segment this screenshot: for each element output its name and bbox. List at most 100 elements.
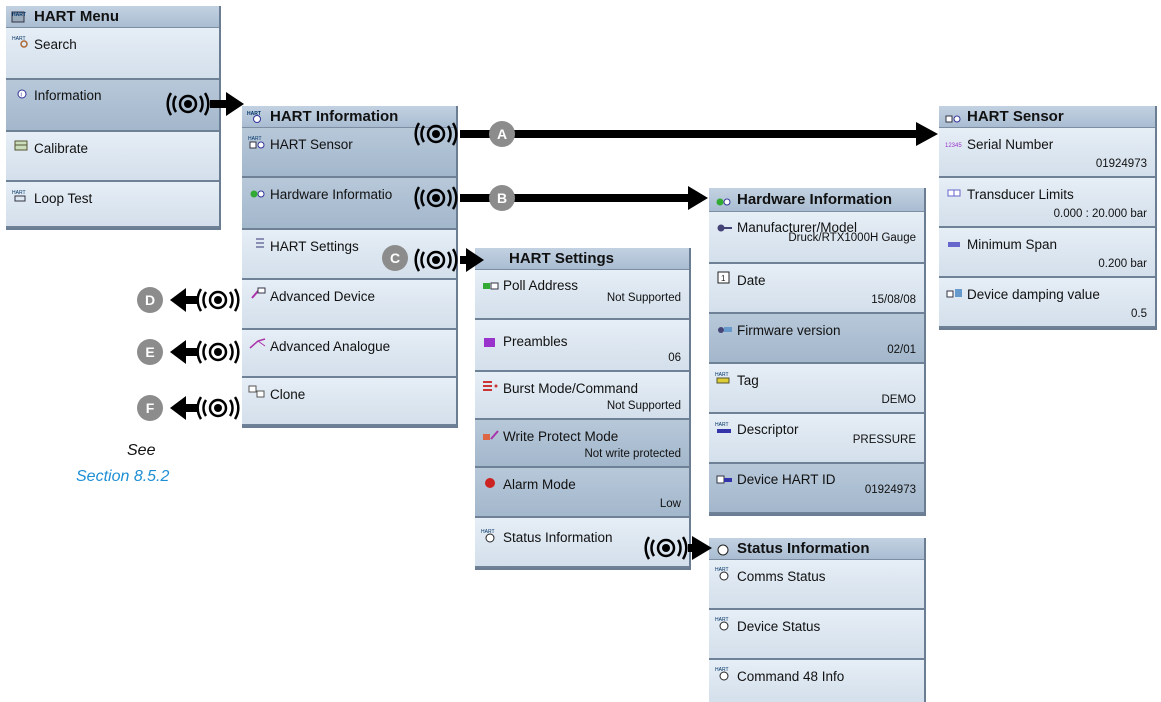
status-item-label: Device Status [737,619,821,634]
information-icon: i [12,86,30,101]
settings-item-value: Not Supported [606,400,681,412]
settings-item-preambles[interactable]: Preambles 06 [475,320,689,372]
press-symbol [196,287,240,313]
status-item-comms-status[interactable]: HART Comms Status [709,560,924,610]
menu-item-information[interactable]: i Information [6,80,219,132]
svg-text:HART: HART [248,136,262,142]
status-information-title-text: Status Information [737,540,870,557]
status-information-icon: HART [481,528,499,543]
minimum-span-icon [945,234,963,249]
sensor-item-device-damping[interactable]: Device damping value 0.5 [939,278,1155,328]
svg-text:HART: HART [12,190,26,196]
tag-icon: HART [715,370,733,385]
hart-information-title-text: HART Information [270,108,399,125]
hardware-item-tag[interactable]: HART Tag DEMO [709,364,924,414]
info-item-label: Advanced Analogue [270,339,391,354]
settings-item-write-protect[interactable]: Write Protect Mode Not write protected [475,420,689,468]
settings-item-alarm-mode[interactable]: Alarm Mode Low [475,468,689,518]
sensor-icon: HART [248,134,266,149]
hardware-item-date[interactable]: 1 Date 15/08/08 [709,264,924,314]
badge-e: E [137,339,163,365]
settings-item-label: Preambles [503,334,568,349]
hart-settings-panel: HART Settings Poll Address Not Supported… [475,248,691,570]
hardware-item-label: Manufacturer/Model [737,220,858,235]
menu-item-loop-test[interactable]: HART Loop Test [6,182,219,228]
sensor-item-label: Minimum Span [967,237,1058,252]
hardware-item-label: Device HART ID [737,472,836,487]
menu-item-label: Search [34,37,77,52]
device-status-icon: HART [715,616,733,631]
badge-f: F [137,395,163,421]
hart-sensor-title-text: HART Sensor [967,108,1064,125]
info-item-clone[interactable]: Clone [242,378,456,426]
status-item-label: Command 48 Info [737,669,845,684]
svg-text:HART: HART [715,617,729,623]
hardware-item-label: Tag [737,373,759,388]
hart-settings-title-text: HART Settings [509,250,614,267]
info-item-label: Hardware Informatio [270,187,393,202]
menu-item-calibrate[interactable]: Calibrate [6,132,219,182]
info-item-advanced-device[interactable]: Advanced Device [242,280,456,330]
settings-item-label: Burst Mode/Command [503,381,639,396]
arrow-b-shaft [460,194,690,202]
press-symbol [166,91,210,117]
hardware-item-value: PRESSURE [852,434,916,446]
press-symbol [644,535,688,561]
settings-item-burst-mode[interactable]: Burst Mode/Command Not Supported [475,372,689,420]
settings-item-label: Poll Address [503,278,579,293]
sensor-item-serial-number[interactable]: 12345 Serial Number 01924973 [939,128,1155,178]
sensor-item-transducer-limits[interactable]: Transducer Limits 0.000 : 20.000 bar [939,178,1155,228]
arrow-e-head [170,340,186,364]
svg-text:HART: HART [715,667,729,673]
settings-icon [248,236,266,251]
alarm-icon [481,474,499,489]
arrow-b-head [688,186,708,210]
section-reference-link[interactable]: Section 8.5.2 [76,468,170,485]
settings-item-value: Low [659,498,681,510]
calendar-icon: 1 [715,270,733,285]
info-item-advanced-analogue[interactable]: Advanced Analogue [242,330,456,378]
clone-icon [248,384,266,399]
info-item-label: HART Settings [270,239,359,254]
info-item-hart-settings[interactable]: HART Settings [242,230,456,280]
sensor-item-minimum-span[interactable]: Minimum Span 0.200 bar [939,228,1155,278]
hart-sensor-panel: HART Sensor 12345 Serial Number 01924973… [939,106,1157,330]
hardware-item-descriptor[interactable]: HART Descriptor PRESSURE [709,414,924,464]
hart-information-icon: HART [247,109,265,124]
status-information-title: Status Information [709,538,924,560]
hart-sensor-title: HART Sensor [939,106,1155,128]
status-item-device-status[interactable]: HART Device Status [709,610,924,660]
status-item-command-48-info[interactable]: HART Command 48 Info [709,660,924,702]
svg-text:1: 1 [721,274,726,283]
settings-item-value: Not Supported [606,292,681,304]
hardware-information-title-text: Hardware Information [737,191,893,208]
info-item-label: HART Sensor [270,137,353,152]
device-id-icon [715,470,733,485]
burst-mode-icon [481,378,499,393]
settings-item-label: Status Information [503,530,613,545]
info-item-hardware-information[interactable]: Hardware Informatio [242,178,456,230]
hart-information-title: HART HART Information [242,106,456,128]
menu-item-search[interactable]: HART Search [6,28,219,80]
serial-number-icon: 12345 [945,134,963,149]
hart-menu-title-text: HART Menu [34,8,119,25]
settings-item-value: Not write protected [584,448,681,460]
hardware-item-value: DEMO [881,394,917,406]
calibrate-icon [12,138,30,153]
info-item-hart-sensor[interactable]: HART HART Sensor [242,128,456,178]
sensor-title-icon [944,109,962,124]
hardware-item-firmware-version[interactable]: Firmware version 02/01 [709,314,924,364]
hardware-item-manufacturer-model[interactable]: Manufacturer/Model Druck/RTX1000H Gauge [709,212,924,264]
preambles-icon [481,334,499,349]
svg-text:HART: HART [12,12,26,18]
settings-item-poll-address[interactable]: Poll Address Not Supported [475,270,689,320]
menu-item-label: Calibrate [34,141,89,156]
arrow-d-shaft [184,296,198,304]
svg-text:HART: HART [12,36,26,42]
hart-menu-title: HART HART Menu [6,6,219,28]
hardware-item-device-hart-id[interactable]: Device HART ID 01924973 [709,464,924,514]
sensor-item-label: Serial Number [967,137,1054,152]
status-title-icon [714,541,732,556]
arrow-status-shaft [688,544,694,552]
arrow-a-head [916,122,938,146]
